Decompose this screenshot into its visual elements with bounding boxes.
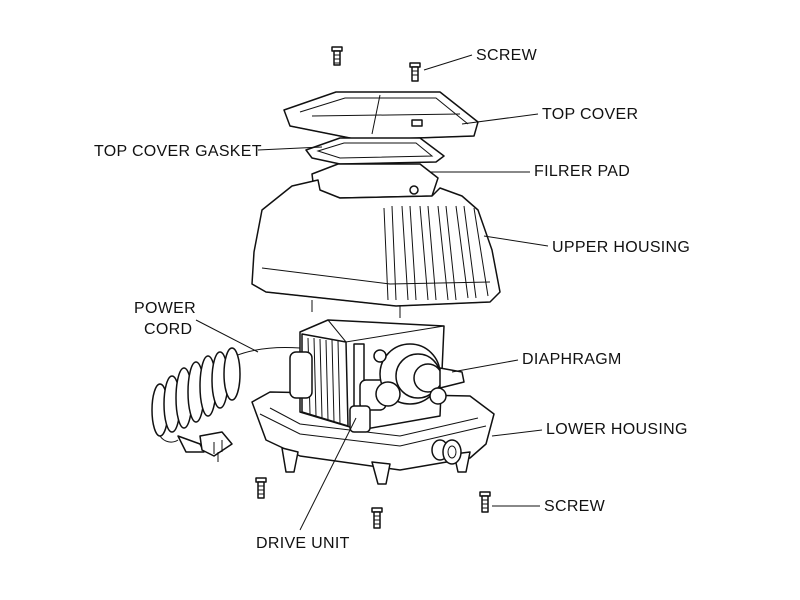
top-cover bbox=[283, 91, 479, 141]
top-screw-left bbox=[331, 46, 343, 66]
label-diaphragm: DIAPHRAGM bbox=[522, 351, 622, 368]
top-screw-right bbox=[409, 62, 421, 82]
filter-pad bbox=[311, 163, 439, 199]
leader-top-cover bbox=[461, 113, 539, 125]
leader-top-cover-gasket bbox=[257, 146, 323, 151]
label-screw-bottom: SCREW bbox=[544, 498, 606, 515]
leader-lower-housing bbox=[491, 429, 543, 437]
diaphragm bbox=[373, 343, 465, 407]
leader-diaphragm bbox=[451, 359, 519, 373]
leader-lines bbox=[195, 54, 549, 531]
label-drive-unit: DRIVE UNIT bbox=[256, 535, 350, 552]
bottom-screw-right bbox=[479, 491, 491, 513]
label-filter-pad: FILRER PAD bbox=[534, 163, 630, 180]
label-top-cover: TOP COVER bbox=[542, 106, 638, 123]
label-top-cover-gasket: TOP COVER GASKET bbox=[94, 143, 262, 160]
leader-upper-housing bbox=[483, 235, 549, 247]
bottom-screw-left bbox=[255, 477, 267, 499]
upper-housing bbox=[251, 179, 501, 318]
leader-screw-top bbox=[423, 54, 473, 71]
leader-drive-unit bbox=[299, 417, 357, 531]
label-screw-top: SCREW bbox=[476, 47, 538, 64]
label-power-cord-line2: CORD bbox=[144, 321, 192, 338]
label-upper-housing: UPPER HOUSING bbox=[552, 239, 690, 256]
leader-power-cord bbox=[195, 319, 259, 353]
bottom-screw-middle bbox=[371, 507, 383, 529]
power-cord bbox=[151, 347, 301, 462]
label-power-cord-line1: POWER bbox=[134, 300, 196, 317]
label-lower-housing: LOWER HOUSING bbox=[546, 421, 688, 438]
top-cover-gasket bbox=[305, 137, 445, 165]
